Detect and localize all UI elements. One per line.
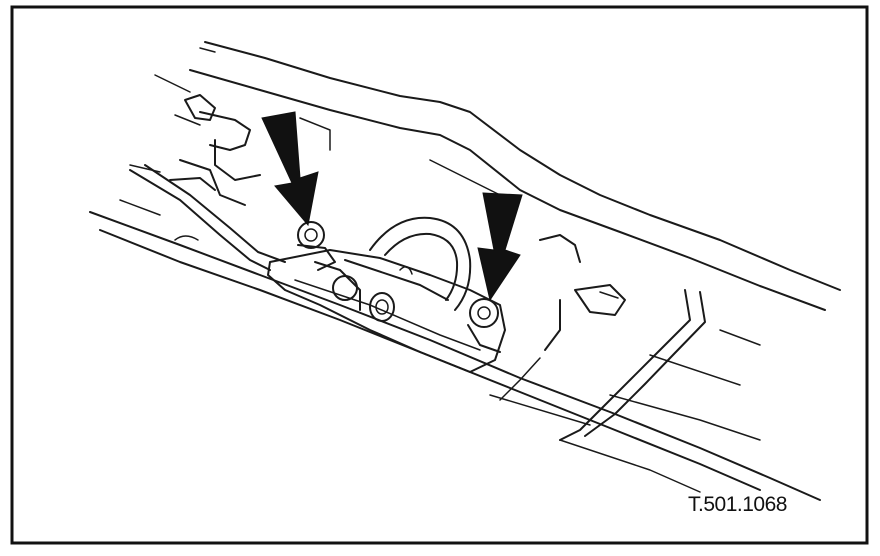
bolt-left <box>297 221 336 271</box>
bushing-circle <box>332 275 358 301</box>
reference-code: T.501.1068 <box>688 493 787 516</box>
lower-rails <box>89 199 821 501</box>
arrow-right-bolt <box>477 192 523 302</box>
right-fixture <box>499 234 761 441</box>
bolt-right <box>467 298 501 353</box>
arrow-left-bolt <box>261 111 319 227</box>
upper-body-panel <box>154 41 841 311</box>
mount-bracket <box>267 216 506 373</box>
left-fixture <box>129 94 261 206</box>
bushing-ring <box>369 292 395 322</box>
figure-frame <box>10 5 869 545</box>
cable-tube <box>129 164 286 271</box>
